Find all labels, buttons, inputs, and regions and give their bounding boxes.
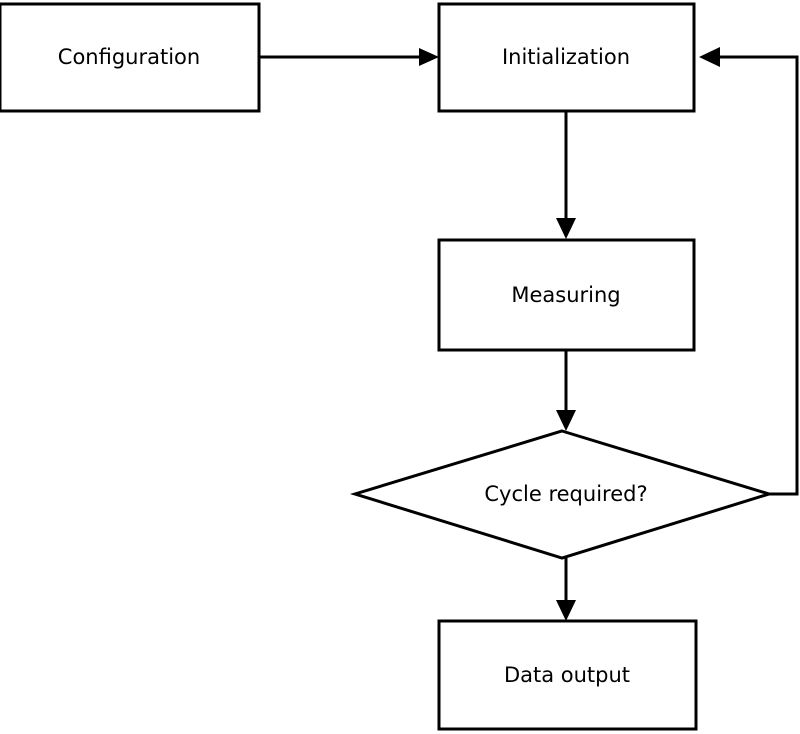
node-data-output[interactable]: Data output bbox=[437, 619, 698, 731]
edge-initialization-to-measuring bbox=[556, 111, 576, 239]
configuration-box[interactable] bbox=[0, 2, 261, 113]
arrow-head-down-icon bbox=[556, 410, 576, 431]
measuring-box[interactable] bbox=[437, 238, 696, 352]
edge-measuring-to-cycle-required bbox=[556, 350, 576, 431]
cycle-required-diamond[interactable] bbox=[349, 429, 775, 560]
initialization-box[interactable] bbox=[437, 2, 696, 113]
data-output-label: Data output bbox=[504, 663, 630, 687]
arrow-head-down-icon bbox=[556, 218, 576, 239]
edge-cycle-required-to-initialization-feedback bbox=[699, 47, 799, 496]
cycle-required-label: Cycle required? bbox=[484, 482, 647, 506]
arrow-head-left-icon bbox=[699, 47, 720, 67]
measuring-label: Measuring bbox=[511, 283, 620, 307]
initialization-label: Initialization bbox=[502, 45, 630, 69]
configuration-label: Configuration bbox=[58, 45, 200, 69]
data-output-box[interactable] bbox=[437, 619, 698, 731]
connector-polyline bbox=[706, 55, 799, 496]
node-configuration[interactable]: Configuration bbox=[0, 2, 261, 113]
arrow-head-down-icon bbox=[556, 600, 576, 621]
edge-configuration-to-initialization bbox=[259, 48, 439, 66]
node-initialization[interactable]: Initialization bbox=[437, 2, 696, 113]
edge-cycle-required-to-data-output bbox=[556, 556, 576, 621]
node-measuring[interactable]: Measuring bbox=[437, 238, 696, 352]
arrow-head-right-icon bbox=[419, 48, 439, 66]
node-cycle-required[interactable]: Cycle required? bbox=[349, 429, 775, 560]
